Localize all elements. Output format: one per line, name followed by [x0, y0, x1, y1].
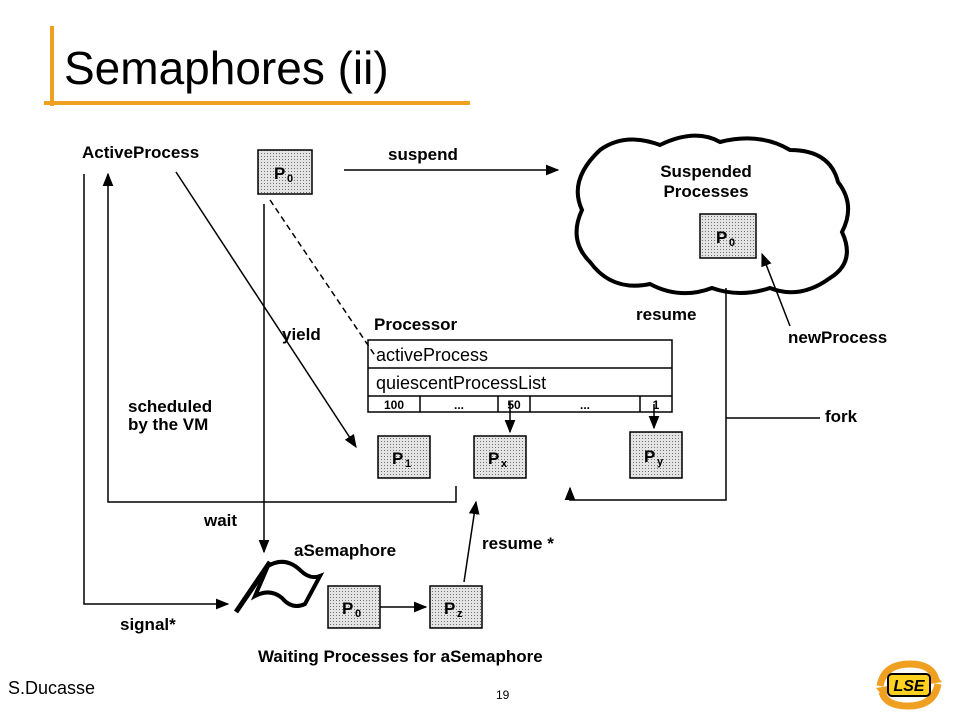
new-process-arrow — [761, 252, 791, 327]
svg-text:P: P — [392, 449, 403, 468]
svg-text:P: P — [274, 164, 285, 183]
svg-text:P: P — [444, 599, 455, 618]
slide-title: Semaphores (ii) — [64, 42, 389, 94]
process-box-px: P x — [473, 435, 527, 479]
semaphore-flag-icon — [233, 559, 325, 614]
resume-star-arrow — [463, 500, 480, 583]
process-box-p0-suspended: P 0 — [699, 213, 757, 259]
active-process-label: ActiveProcess — [82, 143, 199, 162]
new-process-label: newProcess — [788, 328, 887, 347]
suspended-processes-label-1: Suspended — [660, 162, 752, 181]
signal-star-label: signal* — [120, 615, 176, 634]
processor-label: Processor — [374, 315, 458, 334]
priority-100: 100 — [384, 398, 404, 412]
yield-label: yield — [282, 325, 321, 344]
waiting-processes-label: Waiting Processes for aSemaphore — [258, 647, 543, 666]
page-number: 19 — [496, 688, 510, 702]
lse-logo-text: LSE — [893, 678, 925, 695]
resume-label: resume — [636, 305, 696, 324]
resume-star-label: resume * — [482, 534, 554, 553]
lse-logo: LSE — [876, 660, 942, 710]
signal-arrow — [83, 174, 230, 610]
priority-gap-2: ... — [580, 398, 590, 412]
title-accent-underline — [44, 101, 470, 105]
processor-active-process-cell: activeProcess — [376, 345, 488, 365]
svg-text:P: P — [488, 449, 499, 468]
suspend-label: suspend — [388, 145, 458, 164]
svg-text:y: y — [657, 456, 664, 468]
p0-active-process-dashed-link — [269, 199, 377, 358]
process-box-py: P y — [629, 431, 683, 479]
svg-text:0: 0 — [355, 608, 361, 620]
process-box-pz: P z — [429, 585, 483, 629]
svg-text:x: x — [501, 458, 508, 470]
priority-1: 1 — [653, 398, 660, 412]
title-accent-vertical — [50, 26, 54, 106]
a-semaphore-label: aSemaphore — [294, 541, 396, 560]
fork-label: fork — [825, 407, 858, 426]
svg-text:1: 1 — [405, 458, 411, 470]
wait-label: wait — [203, 511, 237, 530]
processor-table: activeProcess quiescentProcessList 100 .… — [367, 339, 673, 413]
scheduled-label-1: scheduled — [128, 397, 212, 416]
process-box-p1: P 1 — [377, 435, 431, 479]
scheduled-label-2: by the VM — [128, 415, 208, 434]
svg-text:z: z — [457, 608, 463, 620]
active-to-p1-arrow — [175, 171, 357, 449]
process-box-p0-waiting: P 0 — [327, 585, 381, 629]
svg-text:P: P — [644, 447, 655, 466]
svg-text:P: P — [342, 599, 353, 618]
author-footer: S.Ducasse — [8, 678, 96, 698]
svg-text:0: 0 — [729, 237, 735, 249]
resume-arrow — [564, 288, 727, 501]
scheduled-by-vm-arrow — [102, 172, 457, 503]
processor-quiescent-list-cell: quiescentProcessList — [376, 373, 546, 393]
process-box-p0-active: P 0 — [257, 149, 313, 195]
priority-gap-1: ... — [454, 398, 464, 412]
svg-text:0: 0 — [287, 173, 293, 185]
suspended-processes-label-2: Processes — [663, 182, 748, 201]
svg-text:P: P — [716, 228, 727, 247]
